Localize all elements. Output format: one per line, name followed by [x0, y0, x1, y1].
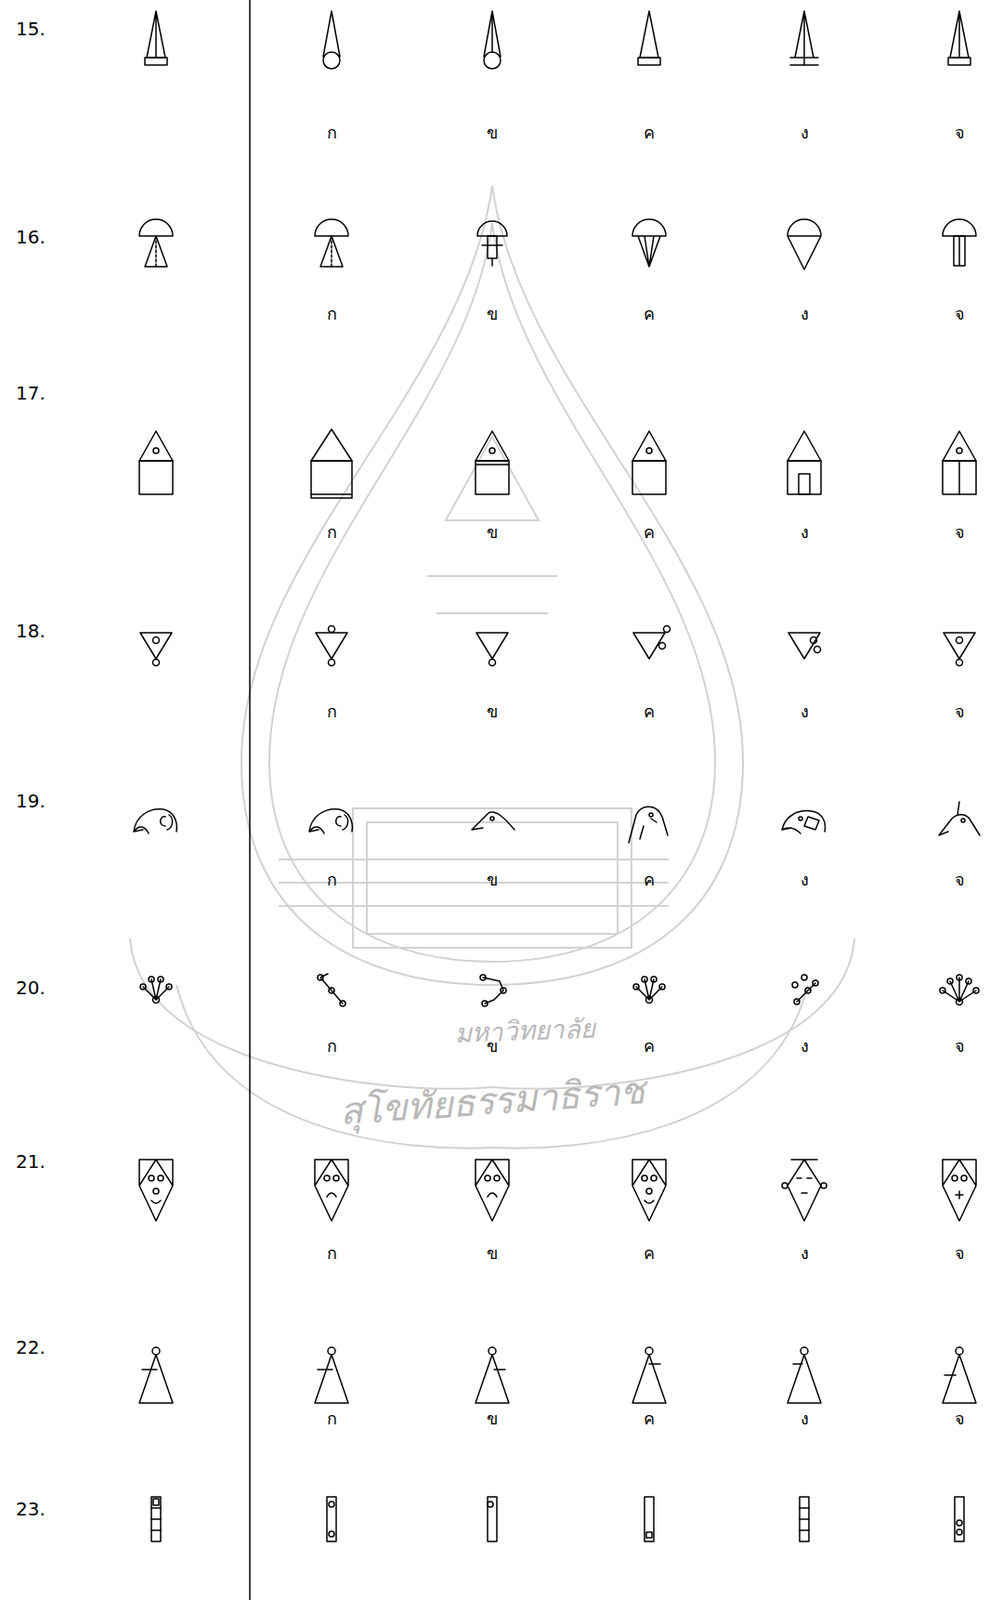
row-19-figures: [133, 801, 980, 843]
question-number: 19.: [15, 789, 46, 812]
question-number: 17.: [15, 381, 46, 404]
choice-letter: ก: [326, 1407, 338, 1429]
choice-letter: ข: [486, 701, 498, 722]
choice-letter: จ: [954, 122, 965, 144]
choice-letter: ก: [326, 869, 338, 890]
choice-letter: จ: [954, 521, 965, 543]
choice-letter: ข: [486, 1242, 498, 1264]
choice-letter: ข: [486, 122, 498, 144]
watermark-text: มหาวิทยาลัย: [454, 1013, 596, 1050]
choice-letter: ง: [800, 1407, 809, 1429]
choice-letter: ค: [643, 521, 655, 543]
row-17-figures: [139, 429, 977, 498]
choice-letter: ค: [643, 1407, 655, 1429]
choice-letter: ข: [486, 869, 498, 890]
choice-letter: ก: [326, 521, 338, 543]
choice-letter: จ: [954, 303, 965, 325]
question-number: 20.: [15, 976, 46, 999]
choice-letter: ค: [643, 1035, 655, 1056]
question-number: 23.: [15, 1497, 46, 1520]
choice-letter: ก: [326, 1035, 338, 1056]
choice-letter: ง: [800, 869, 809, 890]
choice-letter: ข: [486, 1407, 498, 1429]
choice-letter: ง: [800, 521, 809, 543]
watermark-emblem: [130, 185, 855, 1148]
row-23-figures: [151, 1496, 964, 1541]
choice-letter: ง: [800, 1242, 809, 1264]
choice-letter: ง: [800, 1035, 809, 1056]
row-18-figures: [140, 625, 976, 666]
choice-letter: ง: [800, 701, 809, 722]
choice-letter: ค: [643, 122, 655, 144]
watermark-text: สุโขทัยธรรมาธิราช: [338, 1068, 647, 1134]
choice-letter: ค: [643, 701, 655, 722]
choice-letter: ค: [643, 1242, 655, 1264]
choice-letter: ข: [486, 303, 498, 325]
question-number: 18.: [15, 619, 46, 642]
choice-letter: จ: [954, 869, 965, 890]
row-21-figures: [139, 1159, 977, 1221]
choice-letter: ข: [486, 521, 498, 543]
choice-letter: จ: [954, 1407, 965, 1429]
row-15-figures: [144, 11, 971, 69]
choice-letter: จ: [954, 701, 965, 722]
choice-letter: ก: [326, 303, 338, 325]
question-number: 16.: [15, 225, 46, 248]
choice-letter: ค: [643, 303, 655, 325]
choice-letter: ก: [326, 1242, 338, 1264]
row-16-figures: [139, 219, 977, 270]
choice-letter: ก: [326, 701, 338, 722]
column-rule: [248, 0, 251, 1600]
choice-letter: จ: [954, 1035, 965, 1056]
row-22-figures: [139, 1346, 977, 1403]
question-number: 21.: [15, 1149, 46, 1173]
choice-letter: ง: [800, 303, 809, 325]
question-number: 15.: [15, 17, 46, 40]
choice-letter: จ: [954, 1242, 965, 1264]
choice-letter: ก: [326, 122, 338, 144]
choice-letter: ค: [643, 869, 655, 890]
choice-letter: ง: [800, 122, 809, 144]
row-20-figures: [140, 973, 979, 1006]
question-number: 22.: [15, 1335, 46, 1358]
